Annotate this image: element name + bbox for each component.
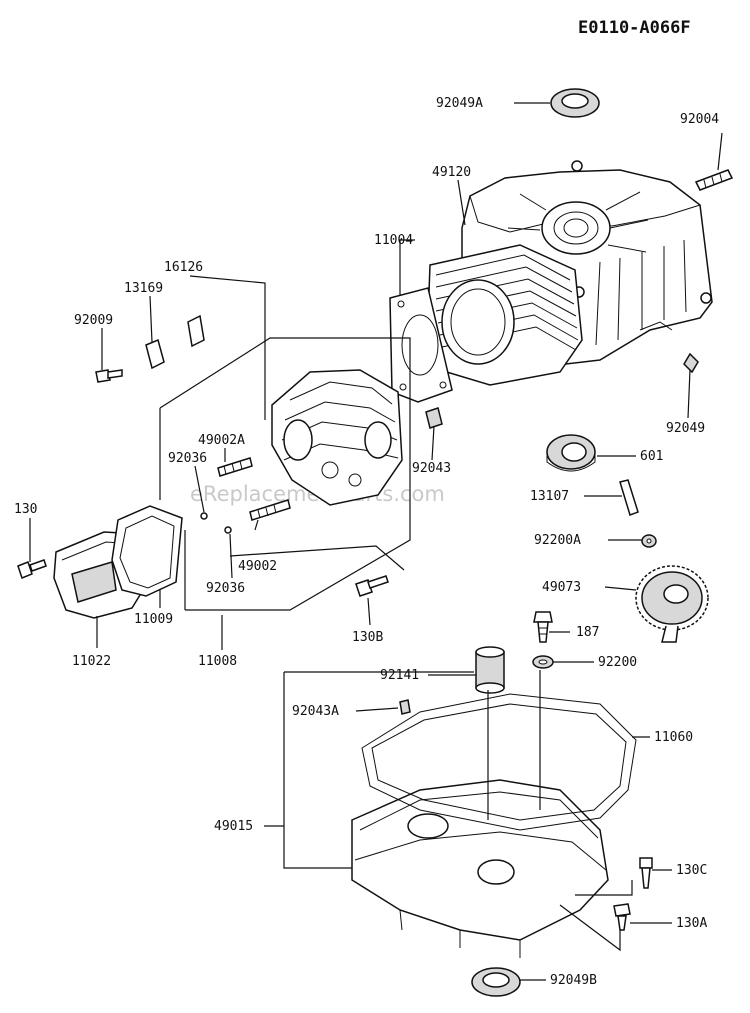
label-92049b[interactable]: 92049B [550,973,597,988]
cylinder-illustration [427,244,583,386]
oil-pan-gasket-illustration [361,693,637,831]
label-11022[interactable]: 11022 [72,654,111,669]
label-92141[interactable]: 92141 [380,668,419,683]
label-187[interactable]: 187 [576,625,599,640]
bolt-92009-illustration [95,369,123,383]
label-13169[interactable]: 13169 [124,281,163,296]
dowel-a-illustration [399,699,411,715]
label-92049a[interactable]: 92049A [436,96,483,111]
label-16126[interactable]: 16126 [164,260,203,275]
valve-keeper-upper [200,512,208,520]
label-49015[interactable]: 49015 [214,819,253,834]
oil-filter-illustration [475,646,505,694]
cylinder-head-illustration [271,369,403,506]
leader-lines [29,102,723,981]
bolt-130a-illustration [613,903,631,931]
label-13107[interactable]: 13107 [530,489,569,504]
valve-keeper-lower [224,526,232,534]
label-92009[interactable]: 92009 [74,313,113,328]
label-11060[interactable]: 11060 [654,730,693,745]
label-49002[interactable]: 49002 [238,559,277,574]
oil-seal-top-illustration [550,88,600,118]
intake-valve-illustration [217,457,253,477]
exhaust-valve-illustration [249,499,291,521]
oil-pan-illustration [351,779,609,958]
bracket-13169-illustration [145,338,165,370]
label-11009[interactable]: 11009 [134,612,173,627]
label-130b[interactable]: 130B [352,630,383,645]
oil-seal-bottom-illustration [471,967,521,997]
label-130a[interactable]: 130A [676,916,707,931]
dowel-pin-illustration [425,407,443,429]
label-92036-lower[interactable]: 92036 [206,581,245,596]
label-49002a[interactable]: 49002A [198,433,245,448]
cover-gasket-illustration [111,505,183,597]
washer-illustration [532,655,554,669]
pin-illustration [619,479,639,516]
stud-illustration [694,169,734,191]
label-92200a[interactable]: 92200A [534,533,581,548]
label-11004[interactable]: 11004 [374,233,413,248]
label-130[interactable]: 130 [14,502,37,517]
bearing-illustration [546,434,596,472]
label-92036-upper[interactable]: 92036 [168,451,207,466]
washer-a-illustration [641,534,657,548]
diagram-code: E0110-A066F [578,18,691,38]
label-601[interactable]: 601 [640,449,663,464]
camshaft-gear-illustration [635,565,709,643]
plate-16126-illustration [187,314,205,348]
bolt-130b-illustration [355,575,389,597]
label-130c[interactable]: 130C [676,863,707,878]
label-92200[interactable]: 92200 [598,655,637,670]
bolt-187-illustration [533,611,553,643]
label-92043a[interactable]: 92043A [292,704,339,719]
bolt-130c-illustration [639,857,653,889]
label-11008[interactable]: 11008 [198,654,237,669]
label-49073[interactable]: 49073 [542,580,581,595]
bolt-130-illustration [17,559,47,579]
label-92004[interactable]: 92004 [680,112,719,127]
label-92043[interactable]: 92043 [412,461,451,476]
head-gasket-illustration [389,287,453,403]
seal-small-illustration [683,352,699,374]
label-49120[interactable]: 49120 [432,165,471,180]
part-labels: 92049A 92004 49120 11004 16126 13169 920… [14,96,719,988]
label-92049[interactable]: 92049 [666,421,705,436]
